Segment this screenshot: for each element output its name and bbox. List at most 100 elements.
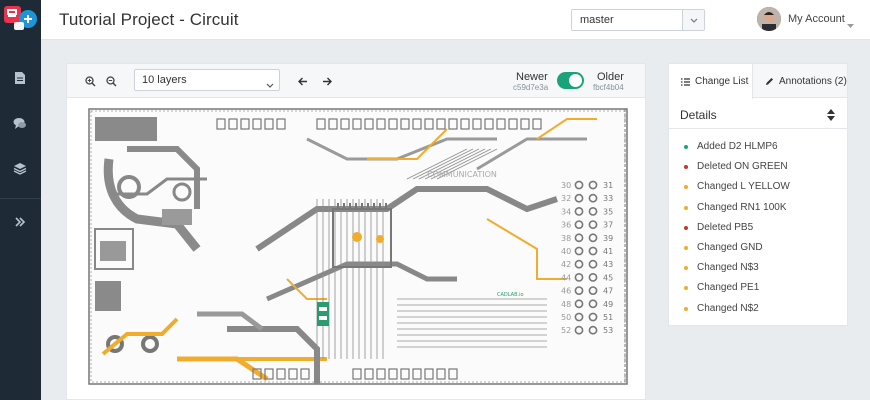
pin-number: 33 [603,194,613,203]
pin-pad [574,207,584,216]
pin-number: 51 [603,313,613,322]
zoom-in-icon[interactable] [82,73,98,89]
pin-number: 38 [561,234,571,243]
details-sort[interactable]: Details [669,101,847,129]
sort-icon[interactable] [827,108,835,126]
pin-number: 46 [561,287,571,296]
status-dot [684,165,688,170]
change-text: Changed RN1 100K [697,201,787,213]
pin-pad [574,193,584,203]
avatar[interactable] [757,7,781,31]
change-text: Changed N$2 [697,302,759,314]
pin-pad [574,246,584,256]
older-label: Older [597,71,624,83]
app-logo[interactable] [0,0,41,40]
status-dot [684,266,688,271]
older-hash: fbcf4b04 [593,83,624,92]
account-menu[interactable]: My Account [788,13,845,25]
change-text: Deleted PB5 [697,221,754,233]
pin-number: 34 [561,207,571,216]
status-dot [684,225,688,230]
pin-number: 52 [561,326,571,335]
change-item[interactable]: Deleted PB5 [669,221,847,241]
pin-number: 39 [603,234,613,243]
pin-number: 50 [561,313,571,322]
pin-number: 44 [561,273,571,282]
pin-pad [588,325,598,335]
change-text: Changed GND [697,241,763,253]
pin-pad [574,180,584,190]
pin-pad [588,259,598,269]
pin-number: 45 [603,273,613,282]
status-dot [684,145,688,149]
pin-pad [588,312,598,322]
pin-number: 40 [561,247,571,256]
zoom-out-icon[interactable] [103,73,119,89]
pin-pad [588,207,598,216]
change-text: Added D2 HLMP6 [697,141,778,152]
pin-number: 49 [603,300,613,309]
change-item[interactable]: Changed N$2 [669,302,847,322]
panel-tabs: Change List Annotations (2) [669,64,847,99]
pin-pad [588,299,598,309]
pin-pad [588,220,598,229]
change-item[interactable]: Changed PE1 [669,281,847,301]
top-bar: Tutorial Project - Circuit master My Acc… [41,0,870,40]
pin-number: 48 [561,300,571,309]
pin-pad [574,272,584,282]
newer-hash: c59d7e3a [513,83,549,92]
pin-pad [588,193,598,203]
details-label: Details [680,108,717,122]
chevron-down-icon[interactable] [847,15,854,33]
arrow-right-icon[interactable] [319,73,335,89]
pin-pad [574,233,584,243]
pin-number: 42 [561,260,571,269]
layers-select[interactable]: 10 layers [134,69,280,91]
change-panel: Change List Annotations (2) Details Adde… [668,63,848,326]
arrow-left-icon[interactable] [295,73,311,89]
comments-icon[interactable] [11,114,29,132]
pin-number: 41 [603,247,613,256]
branch-value: master [580,14,614,26]
tab-annotations[interactable]: Annotations (2) [753,64,847,98]
change-item[interactable]: Deleted ON GREEN [669,160,847,180]
version-toggle[interactable] [557,72,584,89]
change-item[interactable]: Changed N$3 [669,261,847,281]
expand-icon[interactable] [11,213,29,231]
change-item[interactable]: Changed GND [669,241,847,261]
chevron-down-icon[interactable] [682,10,704,30]
pin-number: 32 [561,194,571,203]
status-dot [684,306,688,311]
status-dot [684,185,688,190]
branch-select[interactable]: master [571,9,705,31]
pcb-board: COMMUNICATION CADLAB.io 3031323334353637… [88,108,628,385]
pin-number: 30 [561,181,571,190]
list-icon [681,77,690,86]
logo-text: CADLAB.io [497,292,524,298]
pin-pad [588,286,598,295]
change-item[interactable]: Added D2 HLMP6 [669,140,847,160]
change-text: Changed PE1 [697,282,760,294]
pin-number: 53 [603,326,613,335]
tab-change-list[interactable]: Change List [669,64,753,99]
viewer-toolbar: 10 layers Newer c59d7e3a Older fbcf4b04 [67,64,645,98]
layers-icon[interactable] [11,159,29,177]
page-title: Tutorial Project - Circuit [59,10,239,29]
pin-pad [588,180,598,190]
change-item[interactable]: Changed RN1 100K [669,201,847,221]
document-icon[interactable] [11,69,29,87]
pin-pad [588,272,598,282]
pin-number: 43 [603,260,613,269]
change-item[interactable]: Changed L YELLOW [669,180,847,200]
toggle-knob [569,74,582,87]
pin-number: 36 [561,221,571,230]
pin-pad [588,233,598,243]
newer-label: Newer [516,71,548,83]
pin-pad [574,312,584,322]
layers-value: 10 layers [142,74,187,86]
pin-pad [574,259,584,269]
pencil-icon [766,77,773,85]
change-text: Changed N$3 [697,262,759,274]
